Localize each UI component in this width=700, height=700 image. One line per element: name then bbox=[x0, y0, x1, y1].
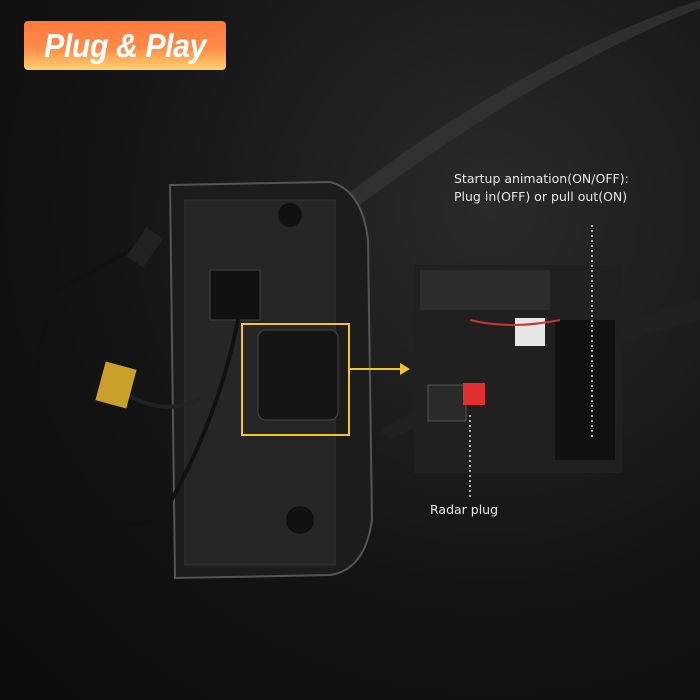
tail-light bbox=[168, 180, 374, 580]
arrow-icon bbox=[400, 363, 410, 375]
connector bbox=[126, 227, 163, 268]
startup-line-2: Plug in(OFF) or pull out(ON) bbox=[454, 189, 628, 204]
highlight-box bbox=[241, 323, 350, 436]
badge-label: Plug & Play bbox=[44, 26, 206, 64]
plug-and-play-badge: Plug & Play bbox=[24, 21, 226, 70]
radar-plug-label: Radar plug bbox=[430, 502, 499, 517]
resistor bbox=[95, 361, 137, 409]
startup-line-1: Startup animation(ON/OFF): bbox=[454, 171, 629, 186]
startup-animation-note: Startup animation(ON/OFF): Plug in(OFF) … bbox=[454, 170, 629, 206]
inset-photo bbox=[414, 265, 622, 473]
